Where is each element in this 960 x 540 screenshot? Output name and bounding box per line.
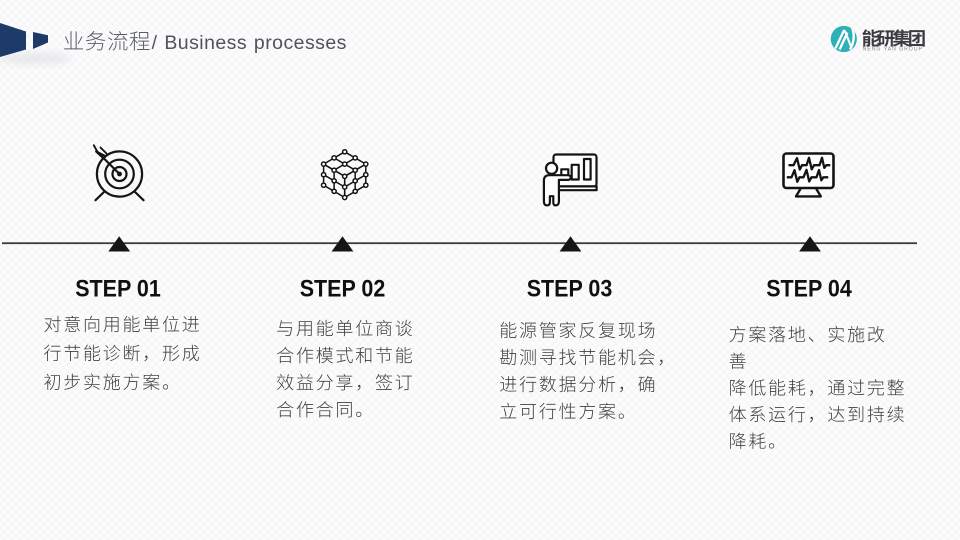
svg-text:NENG YAN GROUP: NENG YAN GROUP	[863, 47, 923, 53]
svg-text:STEP 04: STEP 04	[766, 274, 852, 302]
svg-text:STEP 02: STEP 02	[300, 274, 386, 302]
svg-text:/ Business processes: / Business processes	[152, 32, 347, 54]
svg-text:STEP 03: STEP 03	[527, 274, 613, 302]
svg-text:STEP 01: STEP 01	[75, 274, 161, 302]
